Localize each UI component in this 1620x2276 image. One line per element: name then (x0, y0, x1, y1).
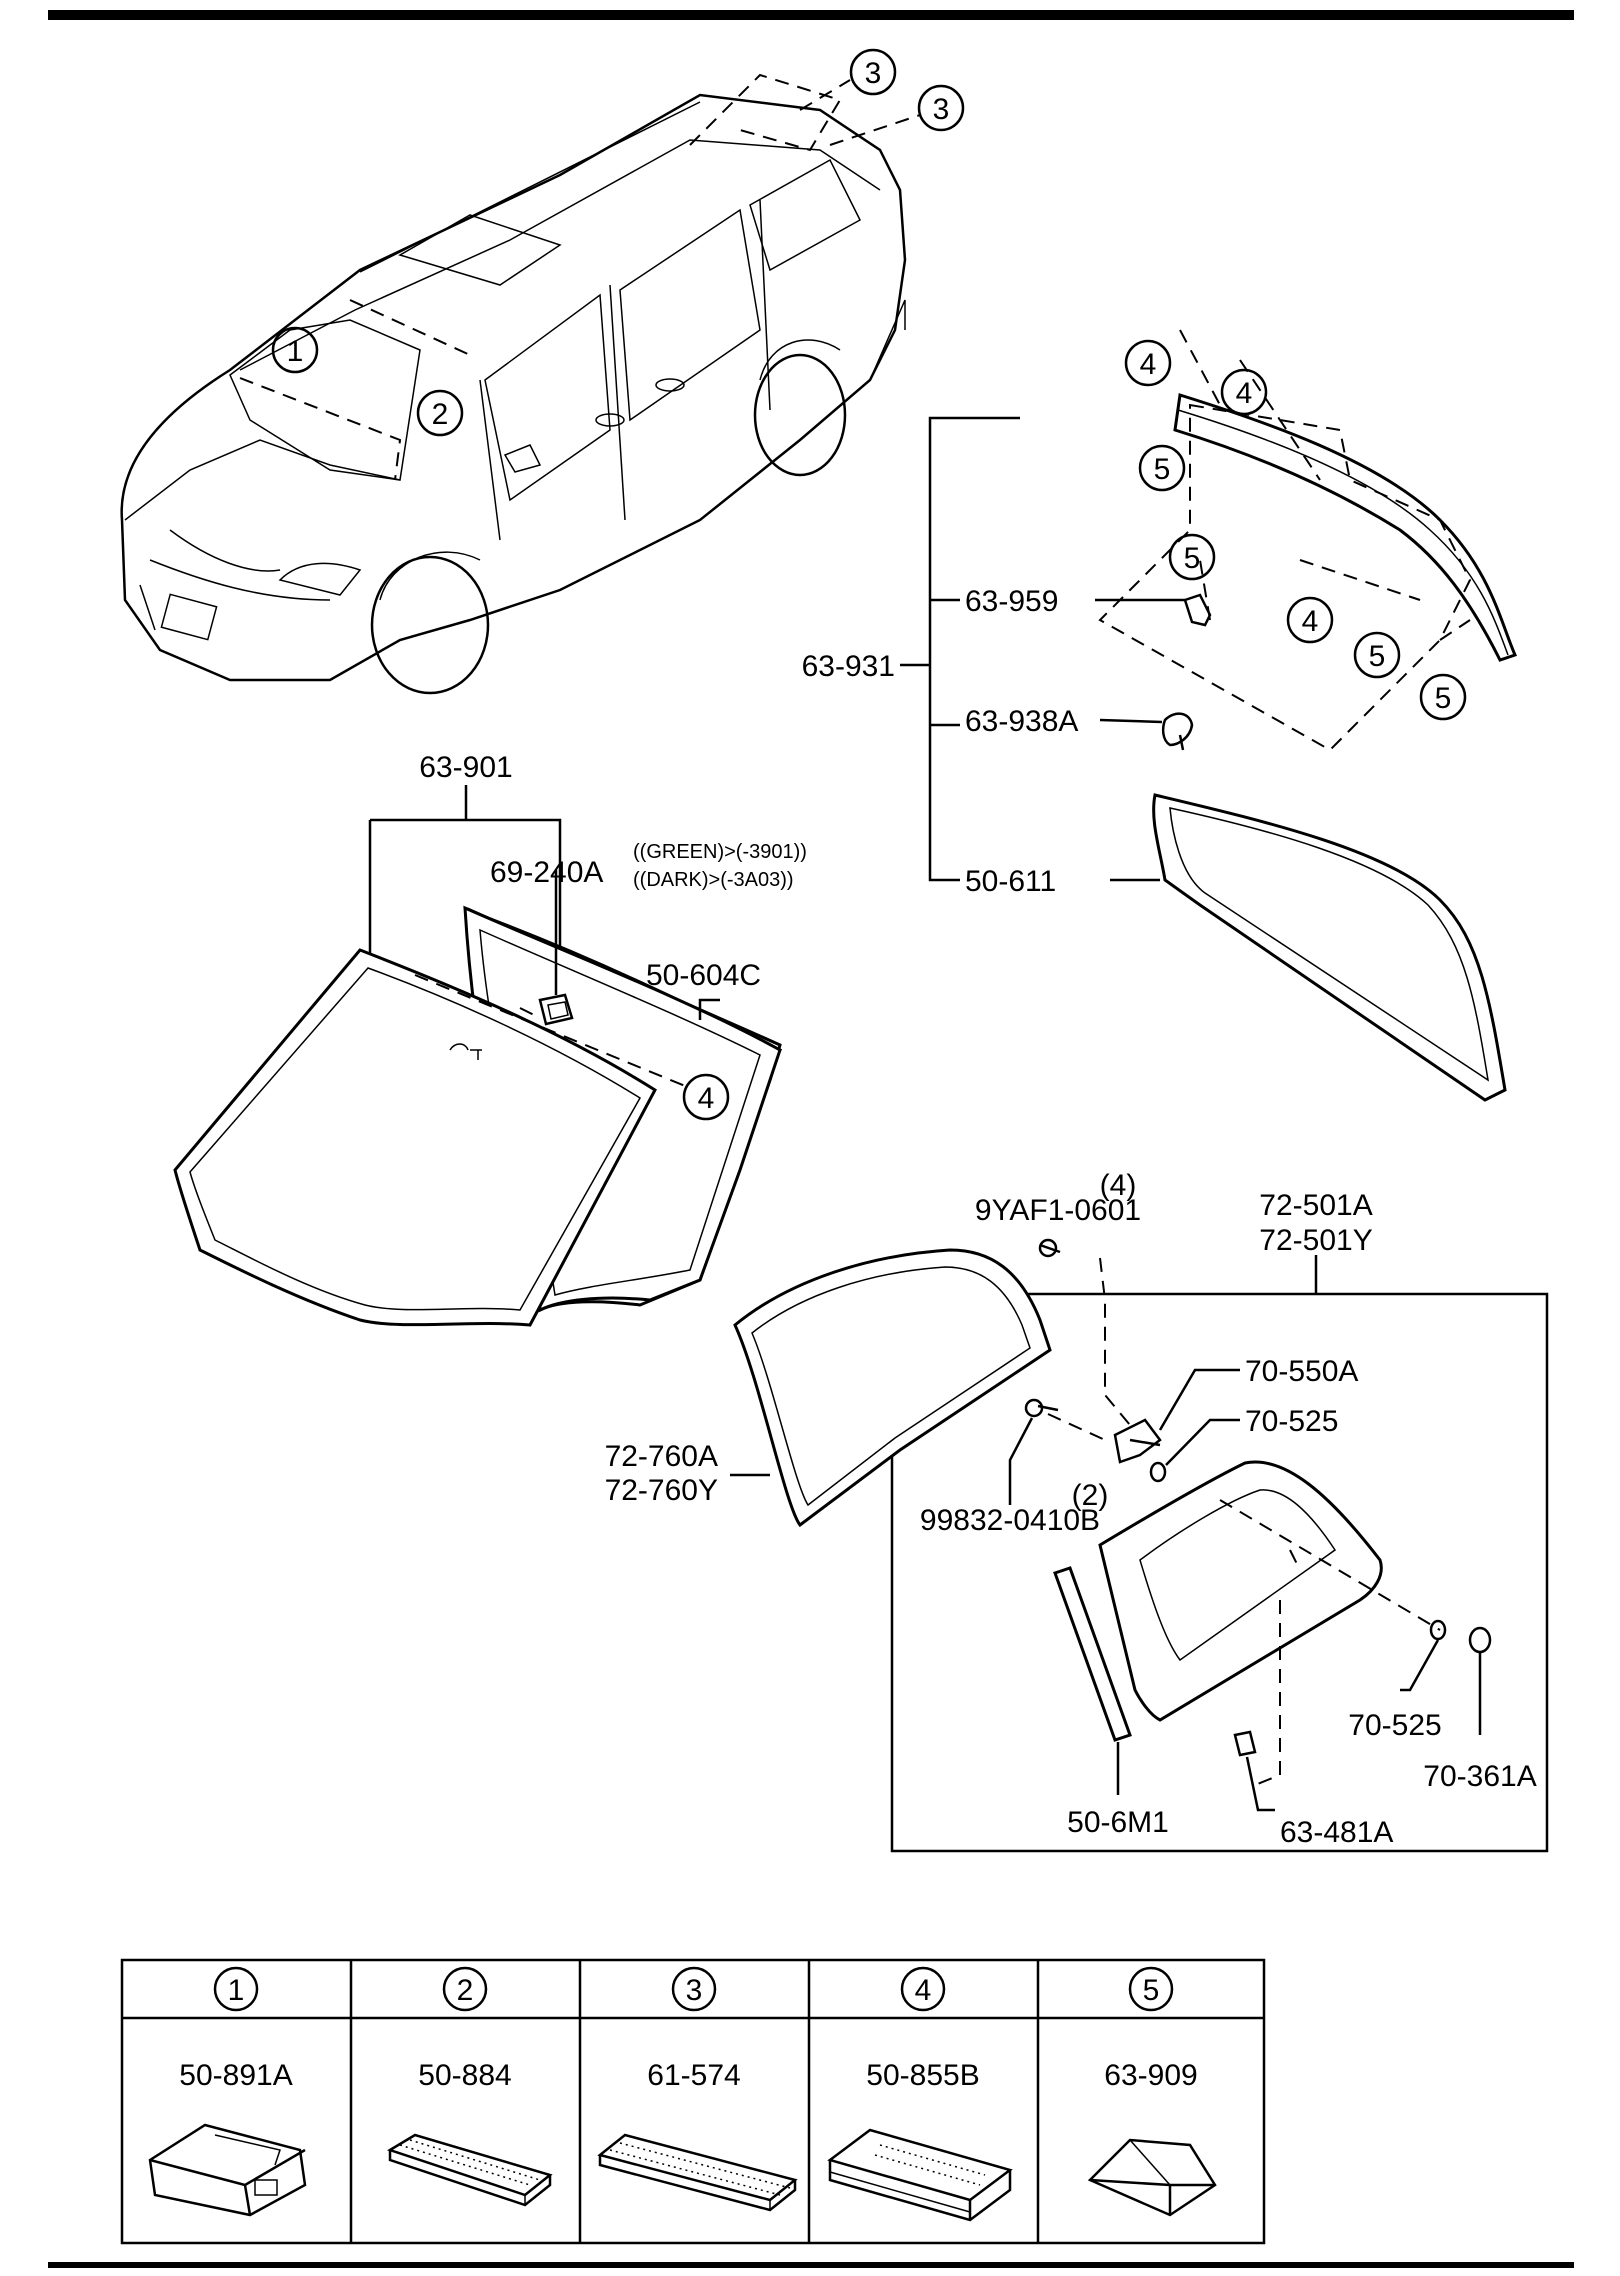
label-63-931: 63-931 (802, 650, 895, 683)
callout-4-rear-a: 4 (1124, 339, 1172, 387)
callout-5-rear-a: 5 (1138, 444, 1186, 492)
label-72-501Y: 72-501Y (1259, 1224, 1372, 1257)
label-72-501A: 72-501A (1259, 1189, 1372, 1222)
label-69-240A-green: ((GREEN)>(-3901)) (633, 841, 807, 863)
label-63-959: 63-959 (965, 585, 1058, 618)
label-50-611: 50-611 (965, 865, 1056, 898)
callout-3-vehicle-b: 3 (917, 84, 965, 132)
label-72-760A: 72-760A (605, 1440, 718, 1473)
legend-col-2: 2 50-884 (387, 1966, 553, 2207)
callout-2-vehicle: 2 (416, 389, 464, 437)
callout-5-rear-b: 5 (1168, 533, 1216, 581)
label-9YAF1-0601-qty: (4) (1100, 1169, 1137, 1202)
svg-text:5: 5 (1369, 640, 1386, 673)
legend-col-4: 4 50-855B (827, 1966, 1013, 2222)
label-63-481A: 63-481A (1280, 1816, 1393, 1849)
svg-text:3: 3 (865, 57, 882, 90)
legend-part-2: 50-884 (418, 2059, 511, 2092)
top-border-rule (48, 10, 1574, 20)
svg-text:1: 1 (287, 335, 304, 368)
windshield-group (173, 785, 783, 1327)
svg-text:4: 4 (698, 1082, 715, 1115)
wedge-block-icon (1087, 2138, 1217, 2217)
svg-text:5: 5 (1184, 542, 1201, 575)
callout-5-rear-d: 5 (1419, 673, 1467, 721)
legend-key-1: 1 (228, 1974, 245, 2007)
legend-key-3: 3 (686, 1974, 703, 2007)
label-69-240A: 69-240A (490, 856, 603, 889)
callout-4-rear-c: 4 (1286, 596, 1334, 644)
legend-col-1: 1 50-891A (148, 1966, 307, 2217)
svg-text:4: 4 (1302, 605, 1319, 638)
legend-key-5: 5 (1143, 1974, 1160, 2007)
legend-part-3: 61-574 (647, 2059, 740, 2092)
svg-text:5: 5 (1435, 682, 1452, 715)
callout-1-vehicle: 1 (271, 326, 319, 374)
label-72-760Y: 72-760Y (605, 1474, 718, 1507)
callout-3-vehicle-a: 3 (849, 48, 897, 96)
label-70-525-top: 70-525 (1245, 1405, 1338, 1438)
svg-text:2: 2 (432, 398, 449, 431)
label-70-525-bottom: 70-525 (1348, 1709, 1441, 1742)
label-9YAF1-0601: 9YAF1-0601 (975, 1194, 1141, 1227)
dam-strip-icon (387, 2133, 553, 2207)
label-63-901: 63-901 (419, 751, 512, 784)
bottom-border-rule (48, 2262, 1574, 2268)
callout-4-rear-b: 4 (1220, 368, 1268, 416)
fastener-clip-icon (148, 2123, 307, 2217)
label-99832-0410B-qty: (2) (1072, 1479, 1109, 1512)
svg-text:4: 4 (1140, 348, 1157, 381)
legend-col-5: 5 63-909 (1087, 1966, 1217, 2217)
dam-strip-icon (597, 2133, 798, 2212)
legend-table: 1 50-891A 2 50-884 3 (120, 1958, 1266, 2245)
legend-part-4: 50-855B (866, 2059, 979, 2092)
rear-glass-group (900, 329, 1518, 1102)
label-70-361A: 70-361A (1423, 1760, 1536, 1793)
quarter-glass-group (730, 1238, 1549, 1853)
label-99832-0410B: 99832-0410B (920, 1504, 1100, 1537)
callout-5-rear-c: 5 (1353, 631, 1401, 679)
label-50-604C: 50-604C (646, 959, 761, 992)
spacer-block-icon (827, 2128, 1013, 2222)
callout-4-windshield: 4 (682, 1073, 730, 1121)
svg-text:5: 5 (1154, 453, 1171, 486)
legend-key-2: 2 (457, 1974, 474, 2007)
legend-part-1: 50-891A (179, 2059, 292, 2092)
svg-text:4: 4 (1236, 377, 1253, 410)
svg-text:3: 3 (933, 93, 950, 126)
legend-part-5: 63-909 (1104, 2059, 1197, 2092)
label-63-938A: 63-938A (965, 705, 1078, 738)
vehicle-illustration (120, 73, 921, 695)
label-50-6M1: 50-6M1 (1067, 1806, 1169, 1839)
label-70-550A: 70-550A (1245, 1355, 1358, 1388)
label-69-240A-dark: ((DARK)>(-3A03)) (633, 869, 794, 891)
legend-key-4: 4 (915, 1974, 932, 2007)
legend-col-3: 3 61-574 (597, 1966, 798, 2212)
